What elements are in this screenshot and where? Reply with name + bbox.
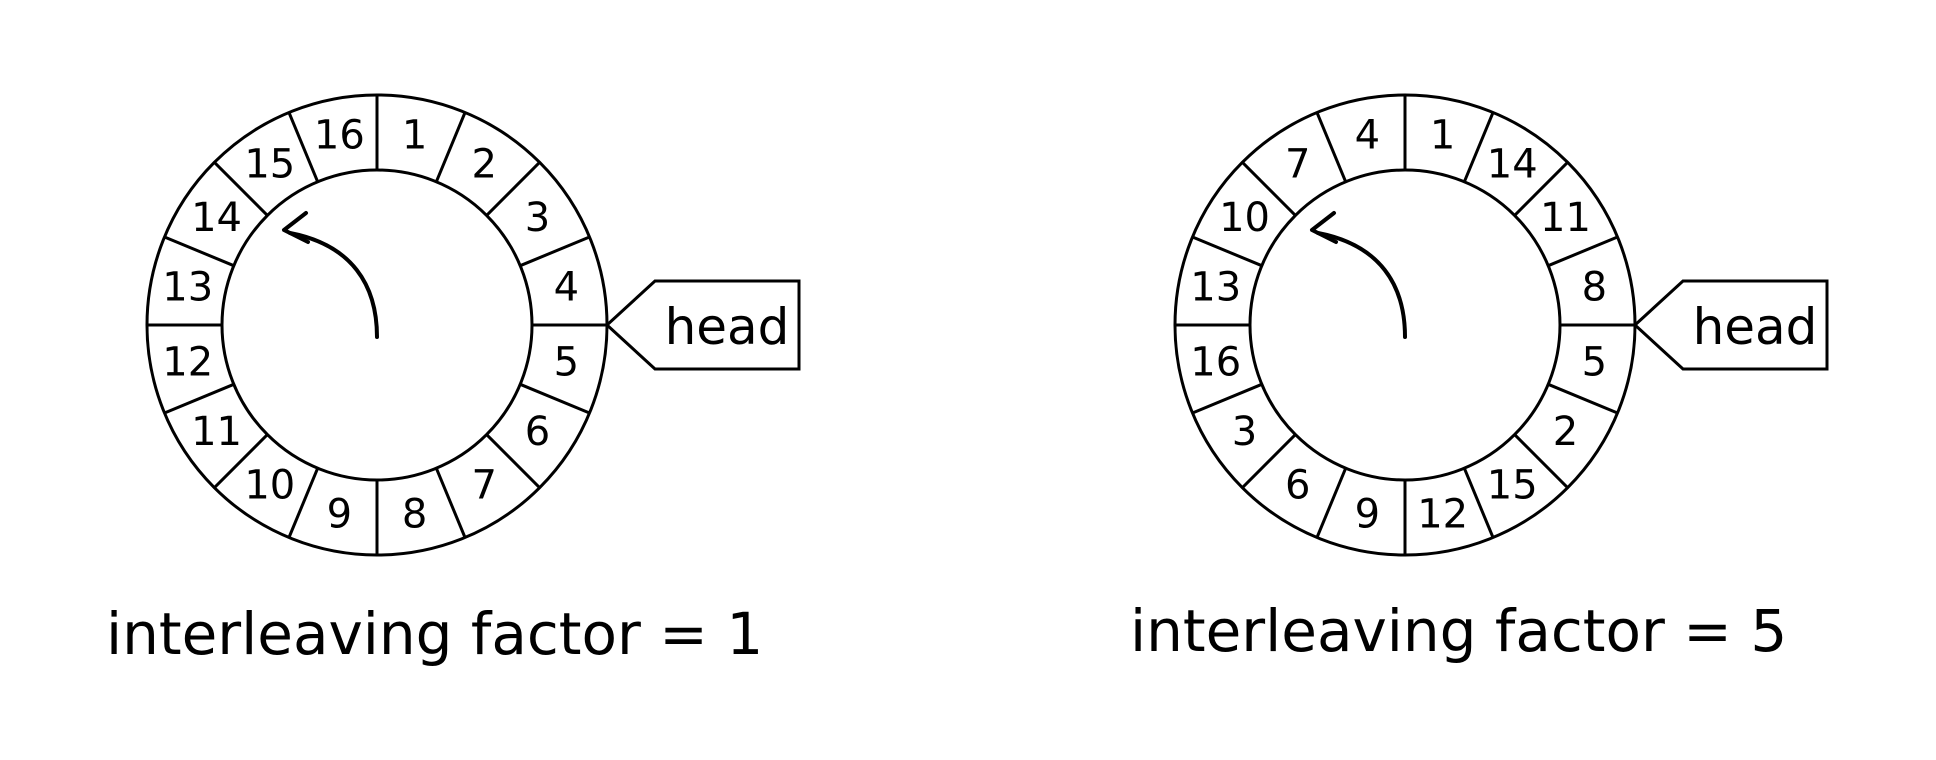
sector-divider — [519, 382, 591, 415]
head-pointer: head — [1632, 279, 1829, 371]
sector-label: 13 — [162, 264, 213, 310]
sector-divider — [1191, 382, 1263, 415]
sector-label: 15 — [1487, 462, 1538, 508]
sector-divider — [163, 382, 235, 415]
sector-label: 16 — [1190, 340, 1241, 386]
sector-divider — [287, 111, 320, 183]
sector-label: 2 — [1553, 409, 1578, 455]
sector-label: 6 — [1285, 462, 1310, 508]
sector-divider — [519, 235, 591, 268]
sector-label: 14 — [1487, 142, 1538, 188]
sector-divider — [485, 161, 541, 217]
sector-divider — [485, 433, 541, 489]
sector-divider — [1513, 161, 1569, 217]
sector-divider — [287, 467, 320, 539]
sector-label: 11 — [191, 409, 242, 455]
sector-label: 4 — [554, 264, 579, 310]
sector-label: 11 — [1540, 195, 1591, 241]
sector-divider — [1547, 235, 1619, 268]
sector-label: 12 — [1417, 491, 1468, 537]
sector-divider — [1462, 467, 1495, 539]
sector-label: 5 — [554, 340, 579, 386]
sector-label: 9 — [1355, 491, 1380, 537]
sector-divider — [213, 161, 269, 217]
sector-label: 4 — [1355, 113, 1380, 159]
sector-divider — [163, 235, 235, 268]
sector-label: 10 — [1219, 195, 1270, 241]
sector-label: 7 — [471, 462, 496, 508]
sector-label: 3 — [1232, 409, 1257, 455]
sector-label: 9 — [327, 491, 352, 537]
sector-label: 16 — [314, 113, 365, 159]
counterclockwise-arrow-icon — [1310, 211, 1407, 339]
sector-label: 1 — [402, 113, 427, 159]
sector-label: 1 — [1430, 113, 1455, 159]
sector-divider — [1315, 111, 1348, 183]
sector-divider — [1513, 433, 1569, 489]
caption-interleave-1: interleaving factor = 1 — [106, 600, 764, 668]
sector-label: 14 — [191, 195, 242, 241]
head-pointer: head — [604, 279, 801, 371]
counterclockwise-arrow-icon — [282, 211, 379, 339]
sector-label: 8 — [1582, 264, 1607, 310]
sector-divider — [1547, 382, 1619, 415]
head-label: head — [665, 298, 790, 356]
sector-label: 10 — [244, 462, 295, 508]
sector-label: 2 — [471, 142, 496, 188]
sector-label: 12 — [162, 340, 213, 386]
sector-divider — [1462, 111, 1495, 183]
sector-label: 8 — [402, 491, 427, 537]
sector-divider — [213, 433, 269, 489]
sector-label: 15 — [244, 142, 295, 188]
sector-divider — [1241, 161, 1297, 217]
sector-divider — [1241, 433, 1297, 489]
sector-label: 5 — [1582, 340, 1607, 386]
caption-interleave-5: interleaving factor = 5 — [1130, 597, 1788, 665]
sector-divider — [434, 467, 467, 539]
sector-label: 3 — [525, 195, 550, 241]
sector-label: 6 — [525, 409, 550, 455]
sector-divider — [434, 111, 467, 183]
head-label: head — [1693, 298, 1818, 356]
sector-label: 7 — [1285, 142, 1310, 188]
sector-divider — [1315, 467, 1348, 539]
sector-divider — [1191, 235, 1263, 268]
sector-label: 13 — [1190, 264, 1241, 310]
